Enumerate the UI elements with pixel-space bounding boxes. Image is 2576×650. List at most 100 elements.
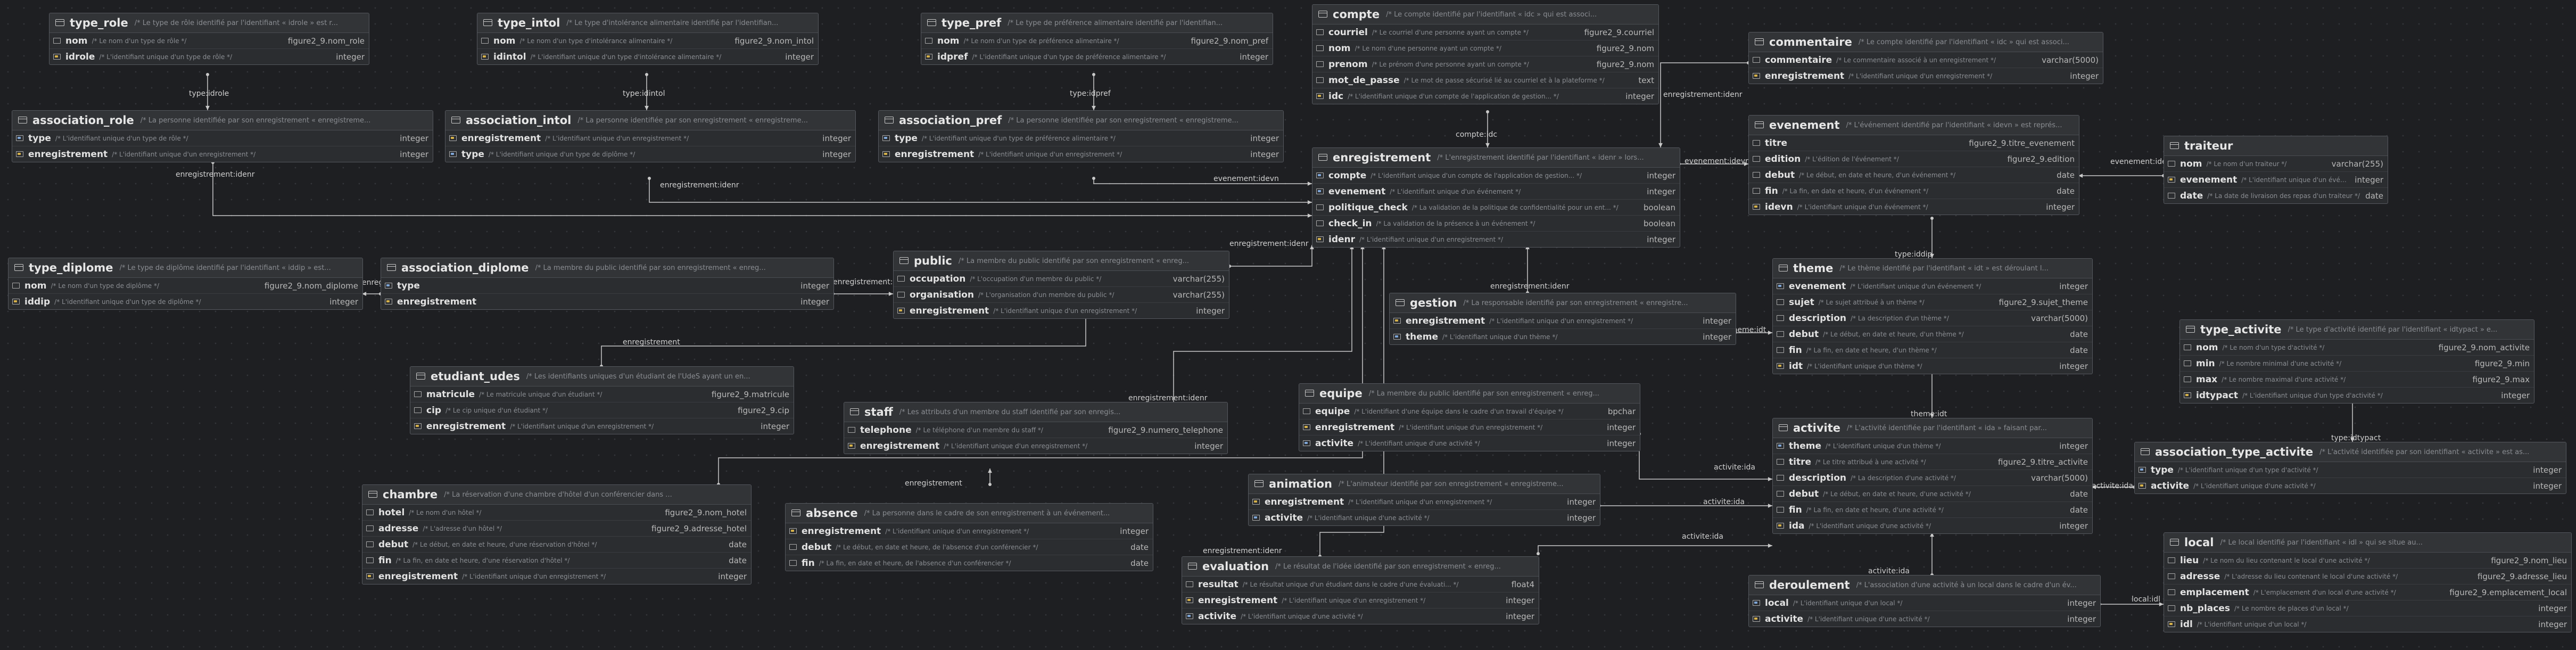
column-row[interactable]: description/* La description d'un thème … — [1773, 310, 2092, 326]
column-row[interactable]: idt/* L'identifiant unique d'un thème */… — [1773, 358, 2092, 374]
table-association-pref[interactable]: association_pref/* La personne identifié… — [878, 110, 1284, 162]
column-row[interactable]: enregistrement/* L'identifiant unique d'… — [786, 523, 1153, 539]
table-header[interactable]: type_activite/* Le type d'activité ident… — [2180, 320, 2534, 340]
table-activite[interactable]: activite/* L'activité identifiée par l'i… — [1772, 418, 2093, 534]
column-row[interactable]: matricule/* Le matricule unique d'un étu… — [410, 386, 794, 402]
table-header[interactable]: association_type_activite/* L'activité i… — [2135, 442, 2566, 462]
table-header[interactable]: evenement/* L'événement identifié par l'… — [1749, 116, 2079, 135]
column-row[interactable]: enregistrement/* L'identifiant unique d'… — [1749, 68, 2103, 84]
table-theme[interactable]: theme/* Le thème identifié par l'identif… — [1772, 258, 2093, 374]
table-header[interactable]: activite/* L'activité identifiée par l'i… — [1773, 418, 2092, 438]
column-row[interactable]: evenement/* L'identifiant unique d'un év… — [1312, 184, 1680, 200]
table-header[interactable]: traiteur — [2164, 136, 2388, 156]
column-row[interactable]: courriel/* Le courriel d'une personne ay… — [1312, 24, 1658, 40]
table-type-intol[interactable]: type_intol/* Le type d'intolérance alime… — [477, 13, 819, 65]
column-row[interactable]: sujet/* Le sujet attribué à un thème */f… — [1773, 294, 2092, 310]
table-association-intol[interactable]: association_intol/* La personne identifi… — [445, 110, 856, 162]
table-header[interactable]: deroulement/* L'association d'une activi… — [1749, 575, 2100, 595]
table-type-activite[interactable]: type_activite/* Le type d'activité ident… — [2179, 319, 2534, 404]
column-row[interactable]: theme/* L'identifiant unique d'un thème … — [1390, 329, 1736, 344]
column-row[interactable]: idintol/* L'identifiant unique d'un type… — [477, 49, 818, 64]
column-row[interactable]: organisation/* L'organisation d'un membr… — [894, 287, 1229, 303]
column-row[interactable]: enregistrement/* L'identifiant unique d'… — [1182, 593, 1539, 608]
column-row[interactable]: idtypact/* L'identifiant unique d'un typ… — [2180, 388, 2534, 403]
table-association-type-activite[interactable]: association_type_activite/* L'activité i… — [2134, 442, 2566, 494]
column-row[interactable]: evenement/* L'identifiant unique d'un év… — [1773, 278, 2092, 294]
table-evenement[interactable]: evenement/* L'événement identifié par l'… — [1748, 115, 2079, 215]
table-enregistrement[interactable]: enregistrement/* L'enregistrement identi… — [1312, 147, 1680, 248]
column-row[interactable]: fin/* La fin, en date et heure, d'une ré… — [362, 553, 751, 569]
table-header[interactable]: type_diplome/* Le type de diplôme identi… — [9, 258, 362, 278]
table-evaluation[interactable]: evaluation/* Le résultat de l'idée ident… — [1182, 556, 1539, 624]
column-row[interactable]: nom/* Le nom d'un type de préférence ali… — [921, 33, 1273, 49]
table-header[interactable]: association_diplome/* La membre du publi… — [381, 258, 833, 278]
column-row[interactable]: idevn/* L'identifiant unique d'un événem… — [1749, 199, 2079, 215]
table-equipe[interactable]: equipe/* La membre du public identifié p… — [1299, 383, 1640, 451]
table-association-role[interactable]: association_role/* La personne identifié… — [12, 110, 433, 162]
column-row[interactable]: enregistrement/* L'identifiant unique d'… — [1390, 313, 1736, 329]
column-row[interactable]: nb_places/* Le nombre de places d'un loc… — [2164, 600, 2571, 616]
column-row[interactable]: nom/* Le nom d'un type de diplôme */figu… — [9, 278, 362, 294]
column-row[interactable]: debut/* Le début, en date et heure, d'un… — [1749, 167, 2079, 183]
column-row[interactable]: hotel/* Le nom d'un hôtel */figure2_9.no… — [362, 505, 751, 521]
table-header[interactable]: type_pref/* Le type de préférence alimen… — [921, 13, 1273, 33]
column-row[interactable]: resultat/* Le résultat unique d'un étudi… — [1182, 577, 1539, 593]
column-row[interactable]: fin/* La fin, en date et heure, de l'abs… — [786, 555, 1153, 571]
table-header[interactable]: association_pref/* La personne identifié… — [879, 111, 1283, 130]
column-row[interactable]: nom/* Le nom d'un type de rôle */figure2… — [49, 33, 369, 49]
column-row[interactable]: date/* La date de livraison des repas d'… — [2164, 188, 2388, 203]
column-row[interactable]: prenom/* Le prénom d'une personne ayant … — [1312, 56, 1658, 72]
column-row[interactable]: fin/* La fin, en date et heure, d'un thè… — [1773, 342, 2092, 358]
column-row[interactable]: nom/* Le nom d'un type d'intolérance ali… — [477, 33, 818, 49]
column-row[interactable]: evenement/* L'identifiant unique d'un év… — [2164, 172, 2388, 188]
table-header[interactable]: type_intol/* Le type d'intolérance alime… — [477, 13, 818, 33]
table-header[interactable]: animation/* L'animateur identifié par so… — [1249, 474, 1600, 494]
table-header[interactable]: absence/* La personne dans le cadre de s… — [786, 504, 1153, 523]
table-header[interactable]: association_intol/* La personne identifi… — [445, 111, 855, 130]
table-header[interactable]: theme/* Le thème identifié par l'identif… — [1773, 259, 2092, 278]
column-row[interactable]: fin/* La fin, en date et heure, d'une ac… — [1773, 502, 2092, 518]
column-row[interactable]: idl/* L'identifiant unique d'un local */… — [2164, 616, 2571, 632]
column-row[interactable]: max/* Le nombre maximal d'une activité *… — [2180, 372, 2534, 388]
column-row[interactable]: ida/* L'identifiant unique d'une activit… — [1773, 518, 2092, 533]
column-row[interactable]: nom/* Le nom d'un type d'activité */figu… — [2180, 340, 2534, 356]
table-compte[interactable]: compte/* Le compte identifié par l'ident… — [1312, 4, 1659, 104]
table-chambre[interactable]: chambre/* La réservation d'une chambre d… — [362, 484, 752, 585]
table-header[interactable]: association_role/* La personne identifié… — [12, 111, 433, 130]
column-row[interactable]: politique_check/* La validation de la po… — [1312, 200, 1680, 216]
column-row[interactable]: enregistrement/* L'identifiant unique d'… — [894, 303, 1229, 318]
column-row[interactable]: cip/* Le cip unique d'un étudiant */figu… — [410, 402, 794, 418]
column-row[interactable]: occupation/* L'occupation d'un membre du… — [894, 271, 1229, 287]
column-row[interactable]: enregistrement/* L'identifiant unique d'… — [445, 130, 855, 146]
column-row[interactable]: min/* Le nombre minimal d'une activité *… — [2180, 356, 2534, 372]
column-row[interactable]: activite/* L'identifiant unique d'une ac… — [1249, 510, 1600, 525]
column-row[interactable]: debut/* Le début, en date et heure, d'un… — [362, 537, 751, 553]
table-header[interactable]: chambre/* La réservation d'une chambre d… — [362, 485, 751, 505]
column-row[interactable]: titre/* Le titre attribué à une activité… — [1773, 454, 2092, 470]
table-header[interactable]: staff/* Les attributs d'un membre du sta… — [844, 402, 1227, 422]
column-row[interactable]: emplacement/* L'emplacement d'un local d… — [2164, 585, 2571, 600]
column-row[interactable]: enregistrement/* L'identifiant unique d'… — [362, 569, 751, 584]
column-row[interactable]: enregistrement/* L'identifiant unique d'… — [1249, 494, 1600, 510]
column-row[interactable]: type/* L'identifiant unique d'un type de… — [12, 130, 433, 146]
column-row[interactable]: enregistrement/* L'identifiant unique d'… — [879, 146, 1283, 162]
table-local[interactable]: local/* Le local identifié par l'identif… — [2164, 532, 2572, 632]
table-staff[interactable]: staff/* Les attributs d'un membre du sta… — [844, 402, 1228, 454]
table-type-pref[interactable]: type_pref/* Le type de préférence alimen… — [921, 13, 1273, 65]
column-row[interactable]: idpref/* L'identifiant unique d'un type … — [921, 49, 1273, 64]
table-deroulement[interactable]: deroulement/* L'association d'une activi… — [1748, 575, 2101, 627]
column-row[interactable]: adresse/* L'adresse d'un hôtel */figure2… — [362, 521, 751, 537]
column-row[interactable]: activite/* L'identifiant unique d'une ac… — [2135, 478, 2566, 493]
column-row[interactable]: debut/* Le début, en date et heure, de l… — [786, 539, 1153, 555]
column-row[interactable]: check_in/* La validation de la présence … — [1312, 216, 1680, 232]
column-row[interactable]: commentaire/* Le commentaire associé à u… — [1749, 52, 2103, 68]
column-row[interactable]: debut/* Le début, en date et heure, d'un… — [1773, 326, 2092, 342]
table-type-role[interactable]: type_role/* Le type de rôle identifié pa… — [49, 13, 369, 65]
table-header[interactable]: type_role/* Le type de rôle identifié pa… — [49, 13, 369, 33]
table-animation[interactable]: animation/* L'animateur identifié par so… — [1248, 474, 1600, 526]
table-header[interactable]: public/* La membre du public identifié p… — [894, 251, 1229, 271]
table-header[interactable]: compte/* Le compte identifié par l'ident… — [1312, 5, 1658, 24]
column-row[interactable]: adresse/* L'adresse du lieu contenant le… — [2164, 569, 2571, 585]
column-row[interactable]: type/* L'identifiant unique d'un type de… — [445, 146, 855, 162]
